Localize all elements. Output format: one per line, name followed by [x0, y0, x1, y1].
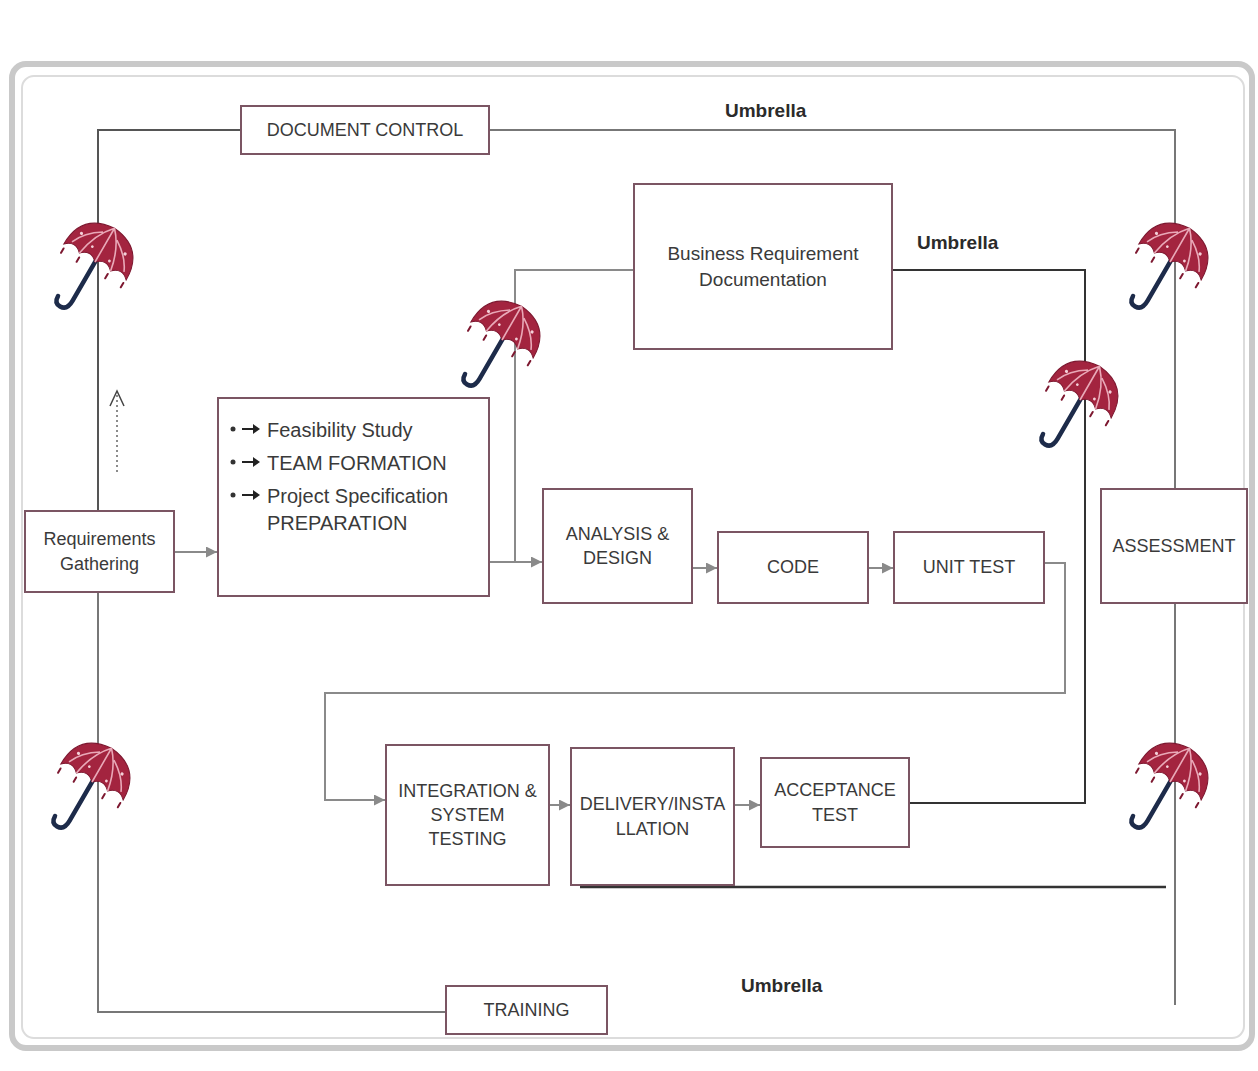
- process-box: CODE: [717, 531, 869, 604]
- process-box: Requirements Gathering: [24, 510, 175, 593]
- umbrella-label: Umbrella: [738, 975, 825, 997]
- box-text: TRAINING: [483, 998, 569, 1022]
- umbrella-line: [1174, 604, 1176, 1005]
- process-box: ANALYSIS & DESIGN: [542, 488, 693, 604]
- inner-frame: [22, 76, 1244, 1038]
- flow-connector: [893, 270, 1085, 803]
- umbrella-label: Umbrella: [722, 100, 809, 122]
- outer-frame: [12, 64, 1252, 1048]
- dotted-arrow: [110, 391, 124, 472]
- flow-connector: [735, 804, 760, 806]
- list-item: TEAM FORMATION: [229, 450, 447, 477]
- list-text: Feasibility Study: [267, 417, 413, 444]
- flow-connector: [490, 130, 1175, 488]
- process-box: INTEGRATION & SYSTEM TESTING: [385, 744, 550, 886]
- umbrella-icon: [1021, 348, 1131, 466]
- bullet-arrow: [229, 421, 263, 437]
- umbrella-line: [580, 886, 1166, 889]
- umbrella-icon: [33, 730, 143, 848]
- umbrella-icon: [1111, 730, 1221, 848]
- document-box: Business Requirement Documentation: [633, 183, 893, 350]
- assessment-box: ASSESSMENT: [1100, 488, 1248, 604]
- list-box: Feasibility StudyTEAM FORMATION Project S…: [217, 397, 490, 597]
- box-text: DOCUMENT CONTROL: [267, 118, 464, 142]
- list-text: TEAM FORMATION: [267, 450, 447, 477]
- process-box: DELIVERY/INSTALLATION: [570, 747, 735, 886]
- process-box: ACCEPTANCE TEST: [760, 757, 910, 848]
- umbrella-icon: [1111, 210, 1221, 328]
- box-text: ANALYSIS & DESIGN: [550, 522, 685, 571]
- control-box: DOCUMENT CONTROL: [240, 105, 490, 155]
- box-text: UNIT TEST: [923, 555, 1015, 579]
- bullet-arrow: [229, 487, 263, 503]
- flow-connector: [550, 804, 570, 806]
- flow-connector: [175, 551, 217, 553]
- box-text: INTEGRATION & SYSTEM TESTING: [393, 779, 542, 852]
- flow-connector: [693, 567, 717, 569]
- box-text: ASSESSMENT: [1112, 534, 1235, 558]
- list-text: Project Specification PREPARATION: [267, 483, 478, 537]
- box-text: Business Requirement Documentation: [641, 241, 885, 292]
- umbrella-icon: [36, 210, 146, 328]
- connector-layer: [98, 130, 1175, 1012]
- training-box: TRAINING: [445, 985, 608, 1035]
- box-text: Requirements Gathering: [32, 527, 167, 576]
- box-text: CODE: [767, 555, 819, 579]
- umbrella-label: Umbrella: [914, 232, 1001, 254]
- list-item: Feasibility Study: [229, 417, 413, 444]
- umbrella-icon: [443, 288, 553, 406]
- bullet-arrow: [229, 454, 263, 470]
- box-text: ACCEPTANCE TEST: [768, 778, 902, 827]
- process-box: UNIT TEST: [893, 531, 1045, 604]
- flow-connector: [869, 567, 893, 569]
- list-item: Project Specification PREPARATION: [229, 483, 478, 537]
- box-text: DELIVERY/INSTALLATION: [578, 792, 727, 841]
